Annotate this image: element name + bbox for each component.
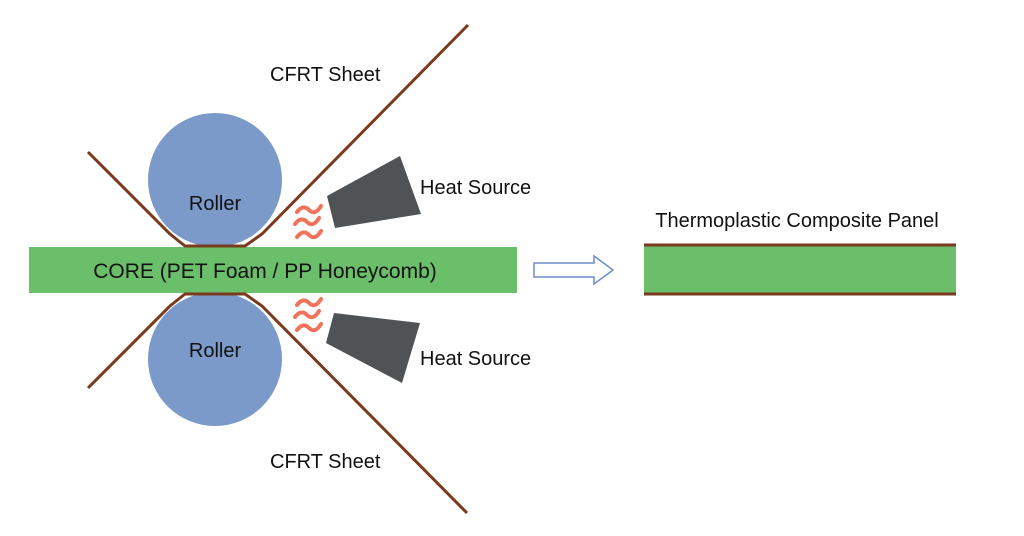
roller-bottom-label: Roller (189, 340, 242, 362)
heat-source-top (327, 156, 421, 228)
roller-top (148, 113, 282, 247)
roller-bottom (148, 292, 282, 426)
core-label: CORE (PET Foam / PP Honeycomb) (93, 260, 437, 283)
panel-core (644, 245, 956, 295)
heat-waves-top (293, 204, 323, 240)
cfrt-sheet-top (86, 23, 470, 248)
roller-top-label: Roller (189, 193, 242, 215)
cfrt-top-label: CFRT Sheet (270, 64, 381, 86)
process-arrow (533, 254, 615, 286)
heat-source-bottom-label: Heat Source (420, 348, 531, 370)
heat-source-top-label: Heat Source (420, 177, 531, 199)
cfrt-bottom-label: CFRT Sheet (270, 451, 381, 473)
panel-label: Thermoplastic Composite Panel (655, 210, 938, 232)
heat-waves-bottom (293, 297, 323, 333)
heat-source-bottom (326, 313, 420, 383)
cfrt-sheet-bottom (86, 292, 469, 515)
core-slab (29, 247, 517, 293)
